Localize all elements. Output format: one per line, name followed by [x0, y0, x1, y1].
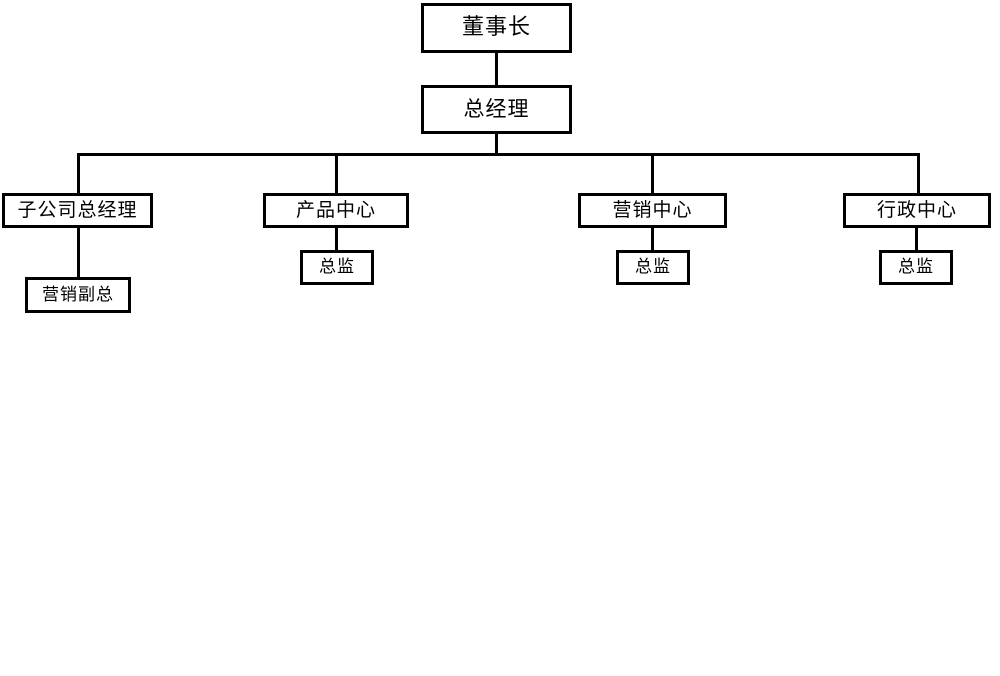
connector-marketing-center-to-director: [651, 228, 654, 251]
node-chairman[interactable]: 董事长: [421, 3, 572, 53]
connector-admin-center-to-director: [915, 228, 918, 251]
node-subsidiary-gm[interactable]: 子公司总经理: [2, 193, 153, 228]
node-marketing-center[interactable]: 营销中心: [578, 193, 727, 228]
node-marketing-director-label: 总监: [635, 257, 671, 277]
node-general-manager[interactable]: 总经理: [421, 85, 572, 134]
connector-gm-stem-down: [495, 134, 498, 156]
node-marketing-vp-label: 营销副总: [42, 284, 114, 305]
connector-level2-bus: [77, 153, 920, 156]
node-product-center[interactable]: 产品中心: [263, 193, 409, 228]
node-product-director-label: 总监: [319, 257, 355, 277]
node-marketing-vp[interactable]: 营销副总: [25, 277, 131, 313]
node-admin-director[interactable]: 总监: [879, 250, 953, 285]
connector-subsidiary-gm-to-marketing-vp: [77, 228, 80, 278]
node-chairman-label: 董事长: [461, 15, 531, 40]
connector-product-center-to-director: [335, 228, 338, 251]
connector-chairman-to-gm: [495, 53, 498, 85]
connector-bus-to-subsidiary-gm: [77, 153, 80, 193]
connector-bus-to-marketing-center: [651, 153, 654, 193]
connector-bus-to-admin-center: [917, 153, 920, 193]
node-general-manager-label: 总经理: [463, 97, 530, 121]
node-admin-director-label: 总监: [898, 257, 934, 277]
node-product-director[interactable]: 总监: [300, 250, 374, 285]
node-subsidiary-gm-label: 子公司总经理: [17, 199, 138, 221]
connector-bus-to-product-center: [335, 153, 338, 193]
node-marketing-director[interactable]: 总监: [616, 250, 690, 285]
node-admin-center[interactable]: 行政中心: [843, 193, 991, 228]
node-marketing-center-label: 营销中心: [612, 199, 693, 221]
node-product-center-label: 产品中心: [295, 199, 376, 221]
node-admin-center-label: 行政中心: [876, 199, 957, 221]
